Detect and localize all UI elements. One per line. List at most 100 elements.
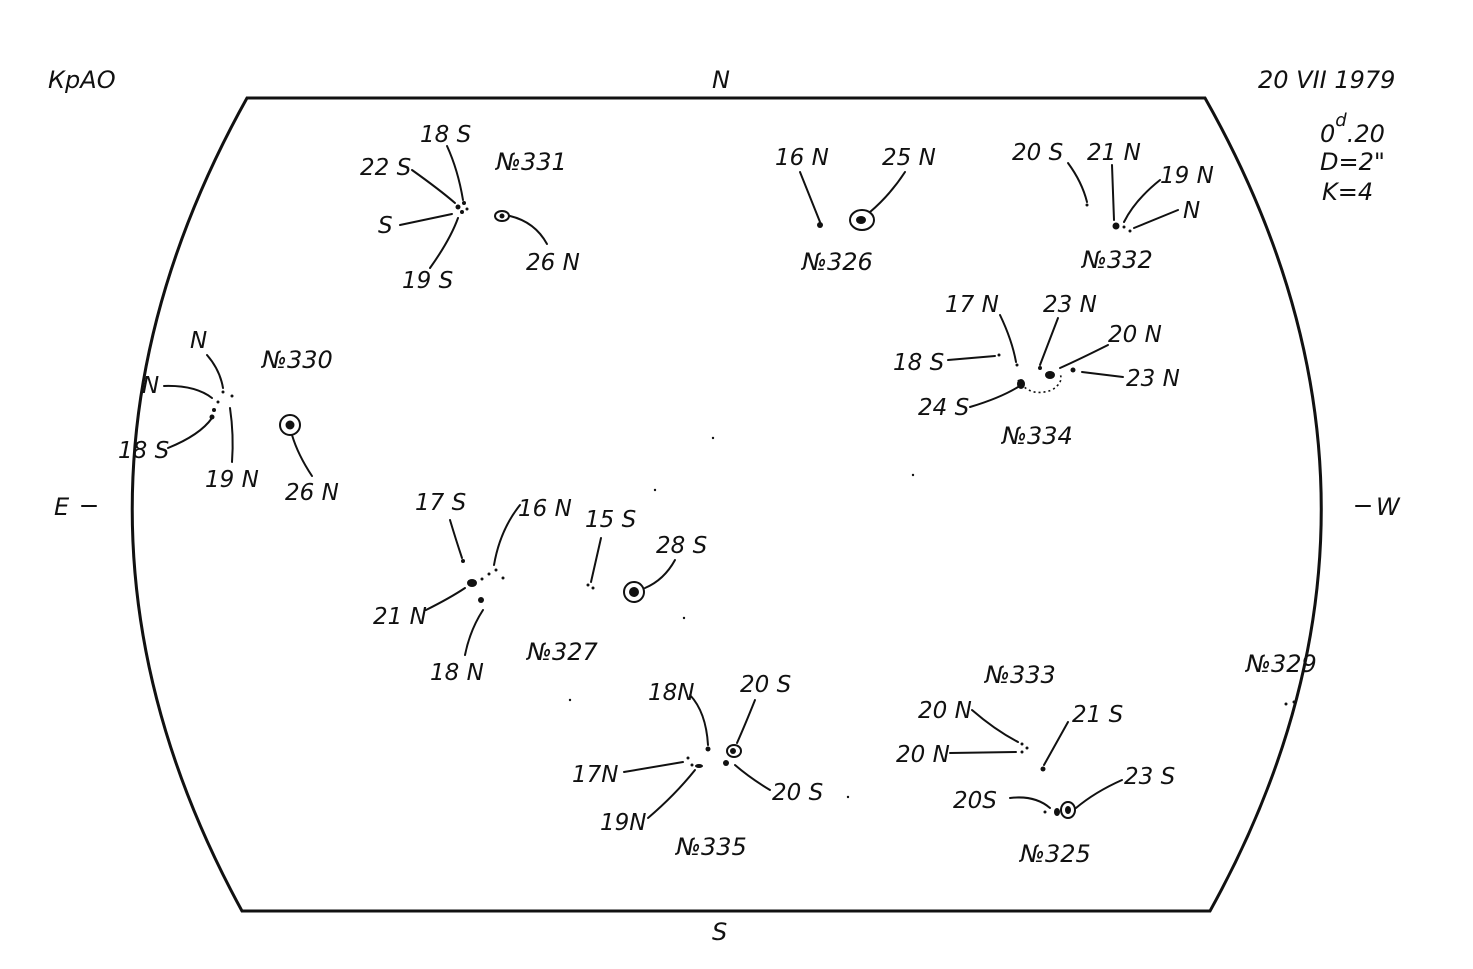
spot-label: N: [142, 373, 159, 399]
group-326: №326 16 N 25 N: [775, 145, 936, 276]
diameter-label: D=2": [1320, 148, 1385, 176]
time-main: 0: [1320, 120, 1335, 148]
leader-line: [947, 355, 996, 361]
leader-line: [1009, 796, 1051, 809]
group-327: №327 17 S 16 N 15 S 28 S 21 N 18 N: [373, 490, 707, 686]
sunspot: [487, 572, 491, 576]
speck: [568, 698, 572, 702]
sunspot: [1128, 229, 1132, 233]
sunspot: [1025, 746, 1029, 750]
spot-label: 21 N: [1087, 140, 1141, 166]
leader-line: [509, 215, 548, 245]
k-label: K=4: [1322, 178, 1373, 206]
compass-west: W: [1376, 493, 1401, 521]
group-331: №331 18 S 22 S S 19 S 26 N: [360, 122, 580, 294]
group-334: №334 17 N 23 N 20 N 18 S 23 N 24 S: [893, 292, 1180, 450]
sunspot: [1284, 702, 1288, 706]
spot-label: 17 N: [945, 292, 999, 318]
spot-label: 23 S: [1124, 764, 1175, 790]
sunspot: [705, 746, 711, 752]
leader-line: [869, 171, 906, 213]
leader-line: [1075, 779, 1123, 809]
group-number: №334: [1000, 422, 1073, 450]
leader-line: [1123, 179, 1161, 223]
sunspot-umbra: [629, 587, 639, 597]
sunspot: [455, 204, 461, 210]
date-label: 20 VII 1979: [1258, 66, 1395, 94]
leader-line: [163, 384, 213, 399]
disk-outline: [130, 96, 1323, 913]
sunspot-umbra: [1065, 806, 1071, 814]
compass-east: E: [54, 493, 70, 521]
leader-line: [623, 761, 684, 773]
compass-north: N: [712, 66, 730, 94]
leader-line: [229, 407, 234, 463]
leader-line: [399, 213, 453, 226]
group-number: №332: [1080, 246, 1153, 274]
leader-line: [734, 764, 771, 791]
spot-label: 17N: [572, 762, 618, 788]
leader-line: [411, 169, 456, 204]
speck: [846, 795, 850, 799]
leader-line: [1043, 721, 1069, 766]
penumbra-outline: [1017, 373, 1062, 394]
sunspot: [1020, 750, 1024, 754]
sunspot: [686, 756, 690, 760]
leader-line: [949, 751, 1017, 754]
sunspot: [690, 763, 694, 767]
group-332: №332 20 S 21 N 19 N N: [1012, 140, 1214, 274]
spot-label: 18N: [648, 680, 694, 706]
sunspot: [1015, 363, 1019, 367]
spot-label: 20S: [953, 788, 997, 814]
spot-label: 23 N: [1126, 366, 1180, 392]
group-number: №326: [800, 248, 873, 276]
sunspot: [1070, 367, 1076, 373]
group-335: №335 18N 20 S 17N 20 S 19N: [572, 672, 823, 861]
group-number: №335: [674, 833, 747, 861]
group-number: №333: [983, 661, 1056, 689]
leader-line: [446, 145, 464, 201]
leader-line: [1111, 164, 1115, 221]
leader-line: [1067, 162, 1088, 203]
leader-line: [799, 171, 821, 223]
spot-label: S: [378, 213, 393, 239]
speck: [653, 488, 657, 492]
spot-label: 16 N: [775, 145, 829, 171]
sunspot: [212, 408, 216, 412]
leader-line: [1081, 371, 1124, 378]
sunspot: [480, 577, 484, 581]
sunspot: [817, 222, 823, 228]
time-sup: d: [1335, 110, 1347, 131]
leader-line: [464, 609, 484, 656]
group-333: №333 20 N 20 N 21 S: [896, 661, 1123, 772]
sunspot: [695, 764, 703, 768]
spot-label: 20 S: [1012, 140, 1063, 166]
leader-line: [971, 709, 1019, 743]
sunspot: [501, 576, 505, 580]
spot-label: 19 N: [1160, 163, 1214, 189]
spot-label: 20 N: [1108, 322, 1162, 348]
speck: [711, 436, 715, 440]
spot-label: 17 S: [415, 490, 466, 516]
leader-line: [493, 504, 521, 566]
group-329: №329: [1244, 650, 1317, 706]
sunspot-umbra: [856, 216, 866, 224]
sunspot: [591, 586, 595, 590]
spot-label: 26 N: [285, 480, 339, 506]
sunspot: [467, 579, 477, 587]
spot-label: 28 S: [656, 533, 707, 559]
time-frac: .20: [1347, 120, 1385, 148]
leader-line: [1059, 344, 1109, 369]
leader-line: [647, 769, 696, 819]
sunspot-umbra: [499, 213, 505, 219]
leader-line: [1039, 317, 1059, 366]
leader-line: [590, 537, 602, 583]
sunspot: [460, 210, 464, 214]
leader-line: [449, 519, 463, 559]
leader-line: [999, 314, 1017, 363]
sunspot: [494, 568, 498, 572]
sunspot: [1045, 371, 1055, 379]
spot-label: 15 S: [585, 507, 636, 533]
sunspot: [462, 201, 466, 205]
leader-line: [206, 354, 224, 389]
